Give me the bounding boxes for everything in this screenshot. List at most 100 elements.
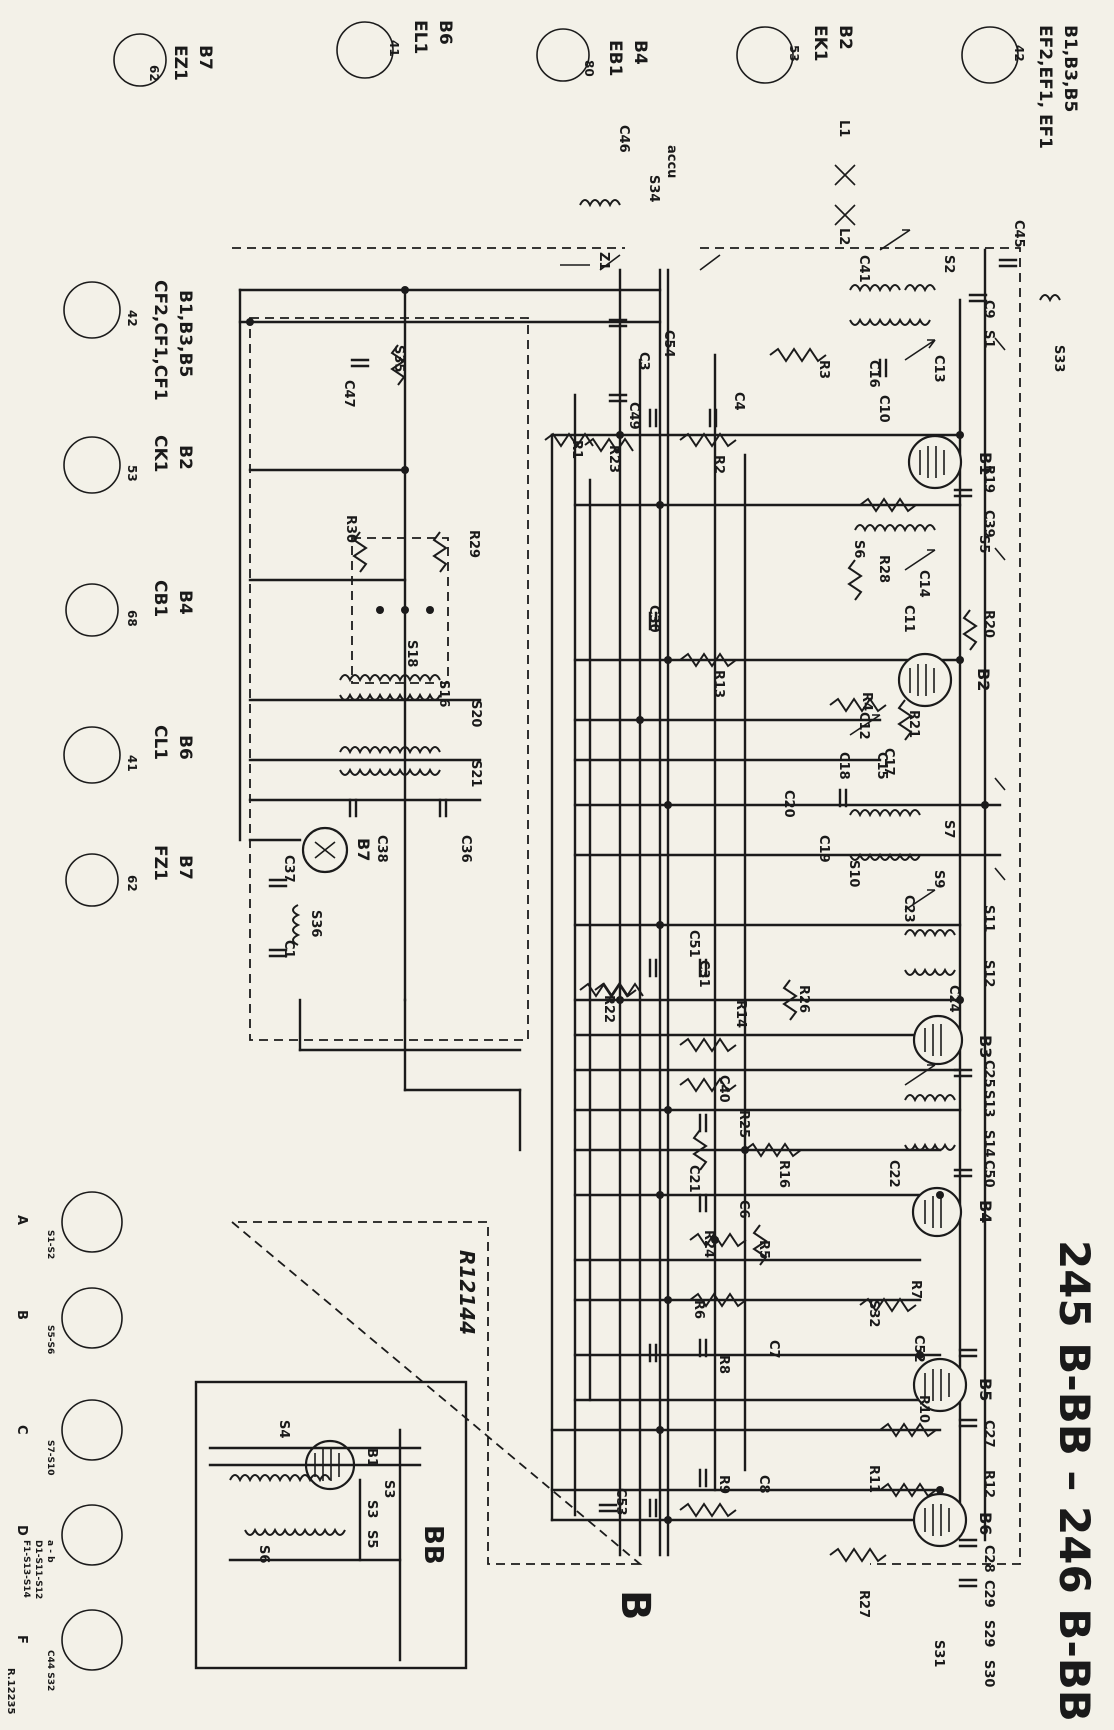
c-pinout-base: 68	[125, 610, 139, 627]
switch-pinout-caption: S7-S10	[45, 1440, 55, 1476]
component-label-s11: S11	[981, 905, 996, 932]
component-label-s6: S6	[851, 540, 866, 558]
component-label-c45: C45	[1011, 220, 1026, 248]
component-label-c11: C11	[901, 605, 916, 633]
switch-pinout-caption: a - b	[45, 1540, 55, 1563]
switch-pinout-letter: A	[14, 1215, 29, 1225]
component-label-c51: C51	[686, 930, 701, 958]
c-pinout-base: 42	[125, 310, 139, 327]
component-label-c4: C4	[731, 392, 746, 411]
switch-pinout-row	[61, 1191, 123, 1671]
bb-inset-label: S4	[276, 1420, 291, 1438]
component-label-r12: R12	[981, 1470, 996, 1498]
tube-pinout-base: 62	[147, 65, 161, 82]
component-label-s5: S5	[976, 535, 991, 553]
tube-pinout-ref: B6	[435, 20, 455, 45]
bb-inset-wires	[208, 1428, 422, 1662]
component-label-r6: R6	[691, 1300, 706, 1319]
page-reference: R.12235	[5, 1668, 16, 1715]
supply-rails	[298, 248, 987, 1557]
component-label-r3: R3	[816, 360, 831, 379]
component-label-c54: C54	[661, 330, 676, 358]
switch-pinout-letter: D	[14, 1525, 29, 1536]
component-label-c16: C16	[866, 360, 881, 388]
component-label-c10: C10	[876, 395, 891, 423]
component-label-r16: R16	[776, 1160, 791, 1188]
switch-pinout-letter: B	[14, 1310, 29, 1320]
component-label-s20: S20	[468, 700, 483, 727]
c-pinout-type: CK1	[150, 435, 170, 472]
component-label-r22: R22	[601, 995, 616, 1023]
component-label-s33: S33	[1051, 345, 1066, 372]
component-label-s7: S7	[941, 820, 956, 838]
component-label-c37: C37	[281, 855, 296, 883]
model-title: 245 B-BB – 246 B-BB	[1050, 1240, 1099, 1722]
coil-symbols	[229, 199, 1061, 1536]
tube-pinout-ref: B7	[195, 45, 215, 70]
component-label-c29: C29	[981, 1580, 996, 1608]
component-label-c19: C19	[816, 835, 831, 863]
tube-label-b2: B2	[974, 668, 993, 691]
component-label-c7: C7	[766, 1340, 781, 1359]
tube-pinout-base: 41	[387, 40, 401, 57]
component-label-s30: S30	[981, 1660, 996, 1687]
c-pinout-base: 62	[125, 875, 139, 892]
bb-inset-label: S5	[364, 1530, 379, 1548]
component-label-c39: C39	[981, 510, 996, 538]
component-label-c53: C53	[613, 1488, 628, 1516]
component-label-r11: R11	[866, 1465, 881, 1493]
component-label-s18: S18	[404, 640, 419, 667]
component-label-s31: S31	[931, 1640, 946, 1667]
component-label-r5: R5	[756, 1240, 771, 1259]
component-label-s10: S10	[846, 860, 861, 887]
component-label-r14: R14	[733, 1000, 748, 1028]
component-label-r25: R25	[736, 1110, 751, 1138]
component-label-c30: C30	[646, 605, 661, 633]
switch-pinout-caption: C44 S32	[45, 1650, 55, 1691]
component-label-c15: C15	[874, 752, 889, 780]
component-label-r13: R13	[711, 670, 726, 698]
component-label-s1: S1	[981, 330, 996, 348]
component-label-s13: S13	[981, 1090, 996, 1117]
tube-pinout-type: EK1	[810, 25, 830, 62]
component-label-c21: C21	[686, 1165, 701, 1193]
component-label-r10: R10	[916, 1395, 931, 1423]
component-label-c12: C12	[856, 712, 871, 740]
switch-pinout-caption: S5-S6	[45, 1325, 55, 1354]
bb-inset-title: BB	[418, 1525, 448, 1565]
component-label-c3: C3	[636, 352, 651, 371]
component-label-s36: S36	[308, 910, 323, 937]
component-label-c41: C41	[856, 255, 871, 283]
switch-pinout-letter: F	[14, 1635, 29, 1644]
component-label-c23: C23	[901, 895, 916, 923]
c-pinout-ref: B6	[175, 735, 195, 760]
component-label-r8: R8	[716, 1355, 731, 1374]
component-label-c13: C13	[931, 355, 946, 383]
tube-label-b6: B6	[976, 1512, 995, 1535]
component-label-c22: C22	[886, 1160, 901, 1188]
c-pinout-base: 41	[125, 755, 139, 772]
component-label-s35: S35	[391, 345, 406, 372]
component-label-c6: C6	[736, 1200, 751, 1219]
component-label-c24: C24	[946, 985, 961, 1013]
component-label-c1: C1	[281, 940, 296, 959]
drawing-reference: R12144	[455, 1250, 479, 1335]
tube-b2	[897, 652, 953, 708]
component-label-r19: R19	[981, 465, 996, 493]
c-pinout-ref: B1,B3,B5	[175, 290, 195, 377]
tube-b1	[907, 434, 963, 490]
junction-dots	[246, 286, 989, 1524]
switch-pinout-letter: C	[14, 1425, 29, 1435]
bb-inset-label: S6	[256, 1545, 271, 1563]
tube-b5	[912, 1357, 968, 1413]
component-label-r24: R24	[701, 1230, 716, 1258]
tube-b3	[912, 1014, 964, 1066]
switch-pinout-caption: S1-S2	[45, 1230, 55, 1259]
component-label-c8: C8	[756, 1475, 771, 1494]
c-pinout-type: FZ1	[150, 845, 170, 881]
tube-b6	[912, 1492, 968, 1548]
component-label-c49: C49	[626, 402, 641, 430]
switch-pinout-caption: D1-S11-S12	[33, 1540, 43, 1599]
